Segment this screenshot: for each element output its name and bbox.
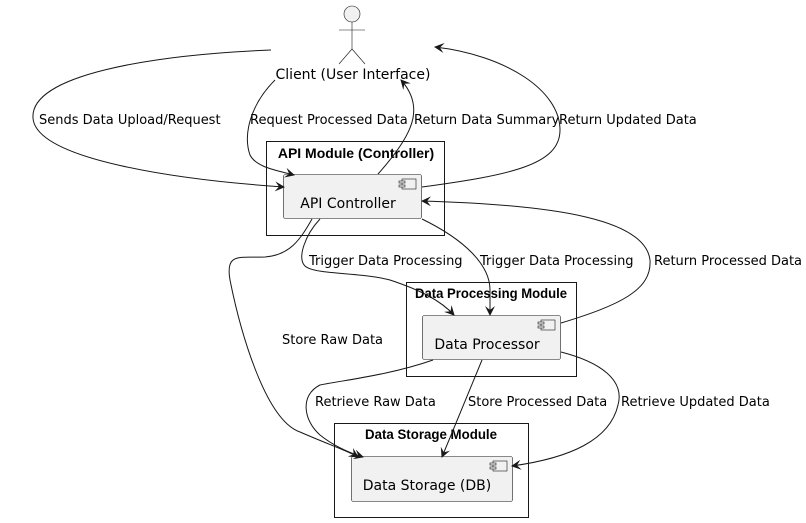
edge-return-processed-label: Return Processed Data: [654, 254, 802, 269]
package-api-title: API Module (Controller): [278, 145, 434, 161]
edge-return-updated: Return Updated Data: [421, 43, 697, 188]
edge-store-processed-line: [440, 359, 483, 458]
edge-return-processed-line: [421, 196, 651, 324]
edge-request-processed: Request Processed Data: [247, 79, 408, 178]
api-controller-label: API Controller: [300, 196, 396, 212]
edge-store-processed: Store Processed Data: [440, 359, 607, 458]
edge-retrieve-updated: Retrieve Updated Data: [511, 351, 770, 470]
edge-sends-upload-line: [32, 49, 285, 192]
edge-trigger-processing-1: Trigger Data Processing: [301, 218, 463, 316]
edge-sends-upload-label: Sends Data Upload/Request: [39, 113, 221, 128]
component-icon: [489, 460, 508, 472]
component-icon: [398, 178, 417, 190]
edge-sends-upload: Sends Data Upload/Request: [32, 49, 285, 192]
edge-retrieve-raw-line: [305, 359, 434, 460]
package-storage-title: Data Storage Module: [365, 426, 497, 442]
component-api-controller[interactable]: API Controller: [283, 174, 422, 219]
edge-store-raw: Store Raw Data: [228, 218, 383, 458]
actor-left-leg: [338, 48, 353, 65]
package-processing-title: Data Processing Module: [415, 285, 567, 301]
edge-trigger-processing-2: Trigger Data Processing: [421, 218, 634, 316]
edge-return-summary-line: [377, 79, 415, 175]
actor-head: [343, 5, 361, 23]
edge-request-processed-line: [247, 79, 295, 178]
data-storage-label: Data Storage (DB): [363, 478, 491, 494]
edge-trigger-processing-1-line: [301, 218, 455, 316]
component-data-processor[interactable]: Data Processor: [422, 315, 561, 360]
edge-return-updated-label: Return Updated Data: [559, 113, 697, 128]
edge-trigger-processing-1-label: Trigger Data Processing: [308, 254, 463, 269]
edge-return-processed: Return Processed Data: [421, 196, 802, 324]
edge-retrieve-raw-label: Retrieve Raw Data: [315, 395, 436, 410]
component-data-storage[interactable]: Data Storage (DB): [351, 456, 513, 502]
data-processor-label: Data Processor: [434, 337, 540, 353]
actor-right-leg: [351, 48, 366, 65]
data-storage-box: [351, 456, 513, 502]
edge-return-summary-label: Return Data Summary: [414, 113, 560, 128]
edge-trigger-processing-2-label: Trigger Data Processing: [479, 254, 634, 269]
edge-trigger-processing-2-line: [421, 218, 495, 316]
edge-return-summary: Return Data Summary: [377, 79, 560, 175]
client-actor: Client (User Interface): [276, 5, 431, 83]
actor-label: Client (User Interface): [276, 67, 431, 83]
edge-store-processed-label: Store Processed Data: [468, 395, 607, 410]
edge-retrieve-updated-line: [511, 351, 620, 470]
edge-retrieve-raw: Retrieve Raw Data: [305, 359, 436, 460]
edge-retrieve-updated-label: Retrieve Updated Data: [621, 395, 770, 410]
edge-request-processed-label: Request Processed Data: [250, 113, 408, 128]
edge-return-updated-line: [421, 43, 561, 188]
edge-store-raw-line: [228, 218, 359, 458]
component-icon: [537, 319, 556, 331]
edge-store-raw-label: Store Raw Data: [282, 333, 383, 348]
